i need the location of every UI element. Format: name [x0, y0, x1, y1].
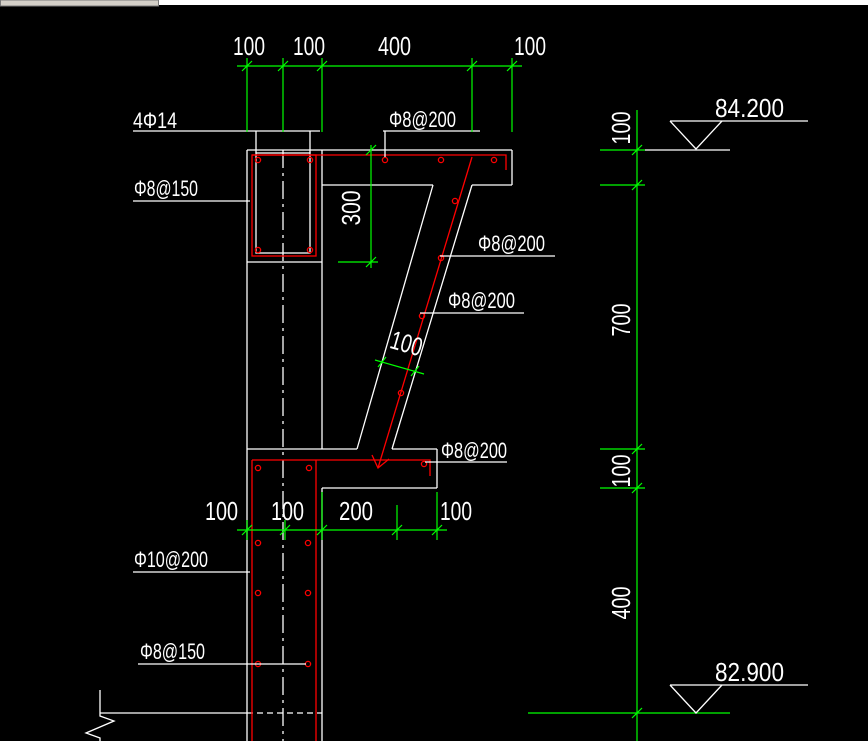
elevation-dim-text-2: 700	[606, 304, 636, 337]
elevation-dim-text-1: 100	[606, 112, 636, 145]
elevation-dimension-tick	[631, 179, 643, 191]
bottom-dimension-tick	[316, 524, 328, 536]
height-dim-text: 300	[336, 191, 366, 226]
rebar-dot	[304, 660, 312, 668]
rebar-dot	[305, 464, 313, 472]
rebar-dot	[420, 460, 428, 468]
bottom-dimension-tick	[241, 524, 253, 536]
label-strut-lower: Φ8@200	[448, 288, 515, 313]
top-dim-text-4: 100	[514, 31, 546, 61]
bottom-dim-text-1: 100	[205, 496, 238, 526]
label-wall-horizontal: Φ8@150	[140, 639, 205, 664]
rebar-dot	[254, 539, 262, 547]
height-dimension-tick	[365, 144, 377, 156]
rebar-dot	[304, 589, 312, 597]
rebar-dot	[306, 156, 314, 164]
bottom-dimension-tick	[391, 524, 403, 536]
label-top-slab: Φ8@200	[389, 107, 456, 132]
elevation-bottom-triangle	[669, 684, 723, 714]
elevation-bottom-text: 82.900	[715, 657, 784, 687]
strut-bar-hook	[371, 454, 390, 470]
rebar-dot	[254, 464, 262, 472]
elevation-dimension-chain: 100 700 100 400	[528, 110, 730, 741]
rebar-dot	[254, 156, 262, 164]
bottom-dim-text-2: 100	[271, 496, 304, 526]
elevation-dim-text-3: 100	[606, 455, 636, 488]
top-dim-text-1: 100	[233, 31, 265, 61]
rebar-dot	[437, 156, 445, 164]
height-dimension: 300	[336, 144, 378, 268]
top-dimension-chain: 100 100 400 100	[233, 31, 546, 132]
elevation-dimension-tick	[631, 707, 643, 719]
strut-dimension-line	[374, 359, 425, 375]
elevation-top-text: 84.200	[715, 93, 784, 123]
bottom-slab-bar	[252, 459, 431, 476]
top-dimension-tick	[466, 60, 478, 72]
label-bottom-slab: Φ8@200	[441, 438, 507, 463]
strut-thickness-dimension: 100	[374, 325, 426, 377]
rebar-dot	[397, 389, 405, 397]
top-dimension-tick	[316, 60, 328, 72]
elevation-dimension-tick	[631, 482, 643, 494]
top-dim-text-3: 400	[378, 31, 411, 61]
column-stirrup-cage	[251, 154, 317, 257]
label-column-main: 4Φ14	[133, 108, 177, 133]
bottom-dim-text-3: 200	[339, 496, 373, 526]
elevation-dimension-tick	[631, 144, 643, 156]
label-leaders	[133, 130, 555, 665]
top-dimension-tick	[506, 60, 518, 72]
bottom-dim-text-4: 100	[440, 496, 472, 526]
label-wall-vertical: Φ10@200	[134, 547, 208, 572]
rebar-dot	[490, 156, 498, 164]
elevation-marker-bottom: 82.900	[669, 657, 808, 714]
rebar-dot	[451, 197, 459, 205]
label-strut-upper: Φ8@200	[478, 231, 545, 256]
bottom-dimension-tick	[431, 524, 443, 536]
rebar-dot	[304, 539, 312, 547]
strut-dimension-tick	[410, 365, 420, 377]
window-top-strip	[0, 0, 868, 7]
rebar-dot	[381, 156, 389, 164]
rebar-dot	[254, 589, 262, 597]
label-column-stirrup: Φ8@150	[134, 176, 198, 201]
top-dim-text-2: 100	[293, 31, 325, 61]
bottom-dimension-tick	[279, 524, 291, 536]
rebar-dot	[254, 246, 262, 254]
elevation-dimension-tick	[631, 443, 643, 455]
elevation-dim-text-4: 400	[606, 587, 636, 620]
break-symbol	[84, 690, 116, 741]
rebar-labels: 4Φ14 Φ8@150 Φ8@200 Φ8@200 Φ8@200 Φ8@200 …	[133, 107, 545, 664]
elevation-marker-top: 84.200	[645, 93, 808, 151]
concrete-outline	[84, 149, 513, 741]
top-dimension-tick	[277, 60, 289, 72]
top-border-line	[0, 0, 868, 5]
rebar-dot	[306, 246, 314, 254]
strut-inner-edge	[356, 184, 434, 450]
height-dimension-tick	[365, 256, 377, 268]
strut-outer-edge	[391, 184, 473, 450]
top-dimension-tick	[241, 60, 253, 72]
strut-dimension-tick	[377, 356, 387, 368]
window-tab-stub[interactable]	[0, 0, 159, 7]
bottom-dimension-chain: 100 100 200 100	[205, 492, 472, 540]
elevation-top-triangle	[669, 120, 723, 150]
top-slab-bar	[252, 154, 507, 170]
